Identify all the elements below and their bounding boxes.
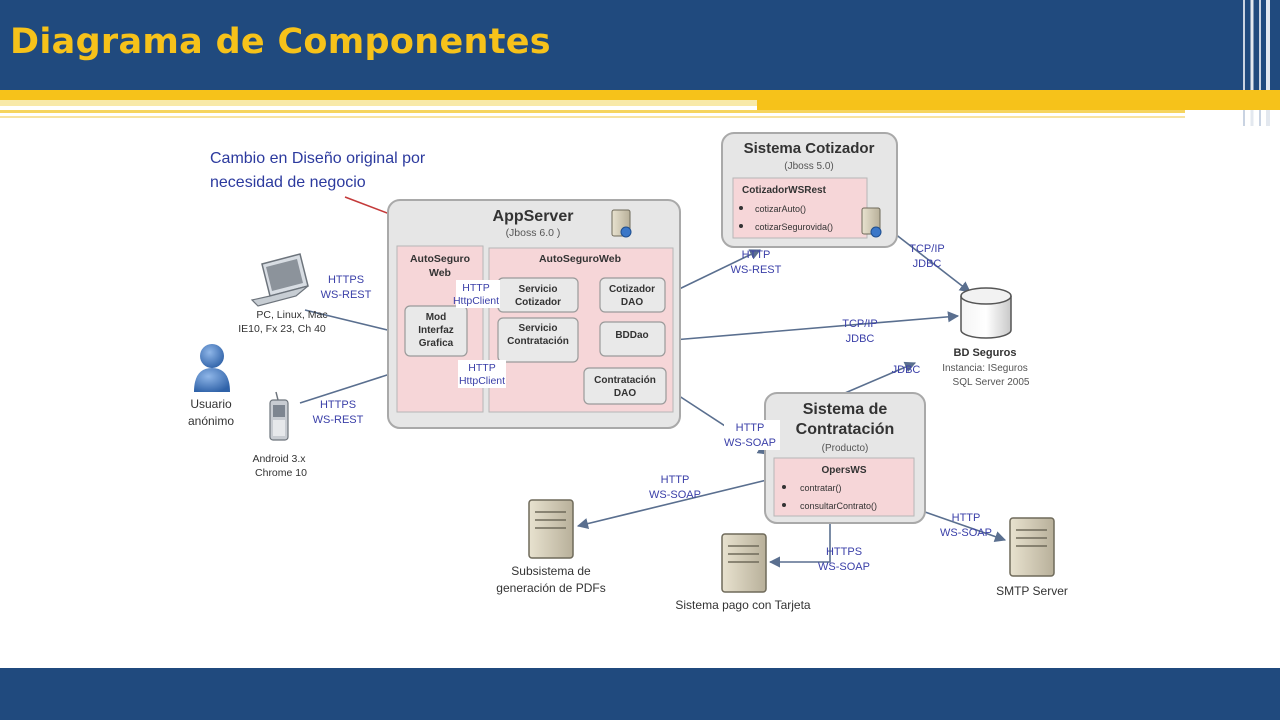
label-wsrest-cotizador: WS-REST (731, 264, 782, 276)
header-stripe-right (757, 100, 1280, 110)
mod-label-2: Interfaz (418, 325, 454, 336)
laptop-icon (250, 253, 309, 307)
header-stripe (0, 90, 1280, 100)
connector-opers-smtp (924, 511, 1007, 542)
contratacion-title-1: Sistema de (803, 401, 888, 418)
header-stripe-pale (0, 100, 757, 106)
label-wsrest-pc: WS-REST (321, 289, 372, 301)
header-stripe-thin (0, 110, 1185, 113)
label-tcpip-bddao: TCP/IP (842, 318, 877, 330)
bd-line-3: SQL Server 2005 (953, 377, 1030, 388)
phone-icon (269, 391, 289, 441)
connector-bddao-bd (672, 311, 960, 341)
cotizador-ws-label: CotizadorWSRest (742, 185, 827, 196)
appserver-title: AppServer (493, 208, 574, 225)
label-httpclient-internal-1: HttpClient (453, 295, 499, 307)
page-title: Diagrama de Componentes (10, 22, 551, 62)
contratacion-method-2: consultarContrato() (800, 501, 877, 511)
right-group-label: AutoSeguroWeb (539, 253, 621, 265)
user-icon (194, 344, 230, 392)
bd-line-2: Instancia: ISeguros (942, 363, 1028, 374)
label-https-phone: HTTPS (320, 399, 356, 411)
database-icon (960, 287, 1012, 339)
smtp-label: SMTP Server (996, 584, 1068, 598)
label-jdbc-contratacion: JDBC (892, 364, 921, 376)
label-jdbc-bddao: JDBC (846, 333, 875, 345)
user-label-1: Usuario (190, 397, 232, 411)
contratacion-title-2: Contratación (796, 421, 895, 438)
label-http-internal-1: HTTP (462, 282, 489, 294)
label-wsrest-phone: WS-REST (313, 414, 364, 426)
cotizador-dao-label-2: DAO (621, 297, 643, 308)
pdf-server-icon (528, 499, 574, 559)
pc-label-1: PC, Linux, Mac (256, 309, 327, 321)
note-line-2: necesidad de negocio (210, 174, 366, 191)
cotizador-title: Sistema Cotizador (744, 140, 875, 157)
connector-opers-pago (768, 520, 831, 568)
cotizador-server-icon (861, 207, 882, 238)
left-group-label-1: AutoSeguro (410, 253, 470, 265)
appserver-box: AppServer (Jboss 6.0 ) AutoSeguro Web Au… (387, 199, 681, 429)
phone-label-1: Android 3.x (252, 453, 306, 465)
header-bar (0, 0, 1280, 90)
label-wssoap-pago: WS-SOAP (818, 561, 870, 573)
smtp-server-icon (1009, 517, 1055, 577)
servicio-contratacion-label-2: Contratación (507, 336, 569, 347)
servicio-contratacion-label-1: Servicio (519, 323, 558, 334)
label-tcpip-cotizador: TCP/IP (909, 243, 944, 255)
connector-contratacion-bd (844, 361, 917, 394)
contratacion-method-1: contratar() (800, 483, 842, 493)
connector-cotizador-bd (889, 229, 971, 293)
connector-opers-pdf (576, 479, 768, 530)
cotizador-subtitle: (Jboss 5.0) (784, 161, 833, 172)
cotizador-method-1: cotizarAuto() (755, 204, 806, 214)
contratacion-dao-label-2: DAO (614, 388, 636, 399)
mod-label-1: Mod (426, 312, 447, 323)
contratacion-ws-label: OpersWS (821, 465, 866, 476)
label-https-pago: HTTPS (826, 546, 862, 558)
left-group-label-2: Web (429, 267, 451, 279)
label-httpclient-internal-2: HttpClient (459, 375, 505, 387)
cotizador-dao-label-1: Cotizador (609, 284, 655, 295)
bddao-label: BDDao (615, 330, 648, 341)
contratacion-subtitle: (Producto) (822, 443, 869, 454)
appserver-server-icon (611, 209, 632, 238)
phone-label-2: Chrome 10 (255, 467, 307, 479)
footer-bar (0, 668, 1280, 720)
contratacion-box: Sistema de Contratación (Producto) Opers… (764, 392, 926, 524)
label-wssoap-pdf: WS-SOAP (649, 489, 701, 501)
note-line-1: Cambio en Diseño original por (210, 150, 426, 167)
label-wssoap-smtp: WS-SOAP (940, 527, 992, 539)
cotizador-method-2: cotizarSegurovida() (755, 222, 833, 232)
pc-label-2: IE10, Fx 23, Ch 40 (238, 323, 326, 335)
mod-label-3: Grafica (419, 338, 454, 349)
contratacion-dao-label-1: Contratación (594, 375, 656, 386)
connector-cotizador-dao-cotizador (672, 249, 762, 293)
label-https-pc: HTTPS (328, 274, 364, 286)
pago-label: Sistema pago con Tarjeta (675, 598, 811, 612)
cotizador-box: Sistema Cotizador (Jboss 5.0) CotizadorW… (721, 132, 898, 248)
pdf-label-2: generación de PDFs (496, 581, 605, 595)
label-http-internal-2: HTTP (468, 362, 495, 374)
label-http-pdf: HTTP (661, 474, 690, 486)
label-http-smtp: HTTP (952, 512, 981, 524)
user-label-2: anónimo (188, 414, 234, 428)
servicio-cotizador-label-1: Servicio (519, 284, 558, 295)
appserver-subtitle: (Jboss 6.0 ) (506, 227, 561, 239)
label-wssoap-contratacion: WS-SOAP (724, 437, 776, 449)
label-jdbc-cotizador: JDBC (913, 258, 942, 270)
bd-title: BD Seguros (954, 347, 1017, 359)
label-http-cotizador: HTTP (742, 249, 771, 261)
pago-server-icon (721, 533, 767, 593)
label-http-contratacion: HTTP (736, 422, 765, 434)
pdf-label-1: Subsistema de (511, 564, 591, 578)
servicio-cotizador-label-2: Cotizador (515, 297, 561, 308)
header-stripe-thin-2 (0, 116, 1185, 118)
